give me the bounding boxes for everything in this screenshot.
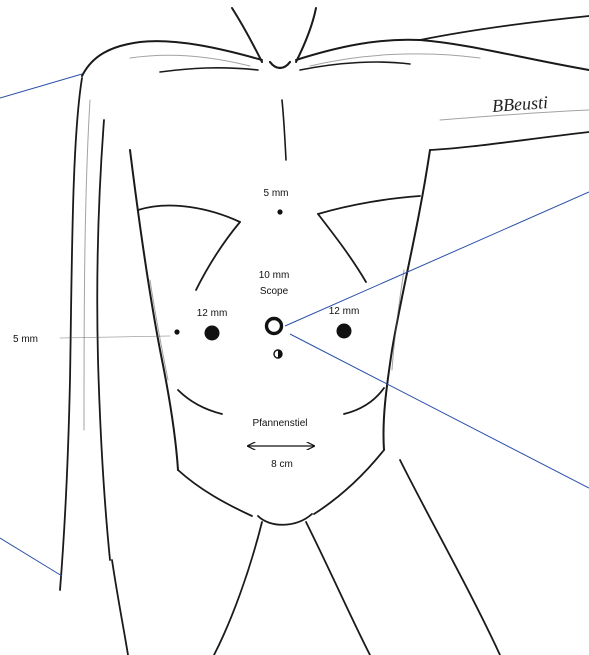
label-scope-name: Scope [260, 286, 289, 297]
left-iliac-crest [178, 390, 222, 414]
signature: BBeusti [491, 92, 548, 116]
left-leg-inner [214, 522, 262, 655]
pointer-line-bottom-left [0, 538, 62, 576]
right-pectoral [318, 196, 420, 214]
jugular-notch [270, 62, 290, 68]
label-scope-size: 10 mm [259, 270, 290, 281]
pointer-line-lower-right [290, 334, 589, 488]
right-arm-lower [430, 132, 589, 150]
left-arm-inner [97, 120, 110, 560]
label-top-port: 5 mm [264, 188, 289, 199]
right-inguinal-line [314, 450, 384, 514]
left-inguinal-line [178, 470, 252, 516]
left-arm-outer [60, 78, 82, 590]
right-iliac-crest [344, 388, 384, 414]
port-5mm-lateral [174, 329, 179, 334]
umbilicus-icon [274, 350, 282, 358]
right-rib-arch [318, 214, 366, 282]
right-leg-inner [306, 522, 370, 655]
right-arm-upper [420, 16, 589, 40]
label-incision-length: 8 cm [271, 459, 293, 470]
right-flank [383, 150, 430, 450]
left-rib-arch [196, 222, 240, 290]
pointer-line-top-left [0, 74, 82, 98]
port-10mm-scope [267, 319, 282, 334]
left-clavicle [160, 68, 258, 72]
sternum-line [282, 100, 286, 160]
label-right-port: 12 mm [329, 306, 360, 317]
label-incision-name: Pfannenstiel [252, 418, 307, 429]
left-flank-shade [150, 280, 168, 380]
port-12mm-right [337, 324, 352, 339]
right-leg-outer [400, 460, 500, 655]
label-lateral-port: 5 mm [13, 334, 38, 345]
left-pectoral [138, 206, 240, 222]
right-clavicle [300, 62, 410, 70]
left-arm-shade [84, 100, 90, 430]
left-shoulder-shade [130, 55, 250, 66]
left-flank [130, 150, 178, 470]
ports [174, 209, 351, 358]
port-12mm-left [205, 326, 220, 341]
pointer-lines [0, 74, 589, 576]
left-leg-outer [112, 560, 128, 655]
lateral-guide-line [60, 336, 170, 338]
port-5mm-top [277, 209, 282, 214]
label-left-port: 12 mm [197, 308, 228, 319]
pubic-outline [258, 514, 312, 525]
